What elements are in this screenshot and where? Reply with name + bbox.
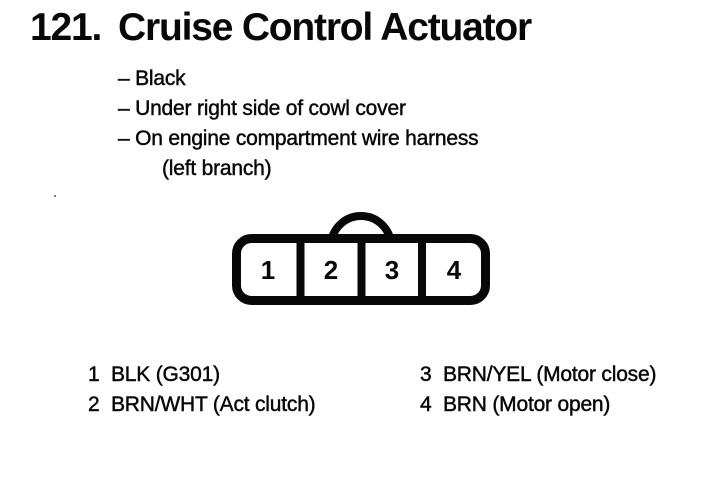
legend-row: 1 BLK (G301): [88, 360, 315, 390]
pin-number: 3: [385, 255, 399, 285]
pin-legend-left: 1 BLK (G301) 2 BRN/WHT (Act clutch): [88, 360, 316, 420]
legend-pin-number: 3: [420, 363, 432, 386]
legend-wire-label: BRN/WHT (Act clutch): [111, 393, 316, 416]
legend-pin-number: 1: [88, 363, 100, 386]
legend-row: 2 BRN/WHT (Act clutch): [88, 390, 316, 420]
scan-speck: [54, 195, 56, 197]
pin-number: 4: [447, 255, 462, 285]
note-line-continuation: (left branch): [162, 157, 272, 180]
connector-diagram: 1 2 3 4: [232, 212, 490, 305]
legend-wire-label: BLK (G301): [111, 363, 221, 386]
page-title: Cruise Control Actuator: [118, 6, 532, 49]
legend-row: 3 BRN/YEL (Motor close): [420, 360, 657, 390]
section-heading: 121. Cruise Control Actuator: [30, 6, 532, 50]
pin-legend-right: 3 BRN/YEL (Motor close) 4 BRN (Motor ope…: [420, 360, 657, 420]
note-line: – Under right side of cowl cover: [118, 97, 406, 120]
note-line: – Black: [118, 67, 186, 90]
legend-pin-number: 2: [88, 393, 100, 416]
note-line: – On engine compartment wire harness: [118, 127, 479, 150]
pin-number: 1: [261, 255, 275, 285]
section-number: 121.: [30, 6, 102, 49]
pin-number: 2: [324, 255, 338, 285]
legend-wire-label: BRN (Motor open): [443, 393, 611, 416]
legend-pin-number: 4: [420, 393, 432, 416]
legend-row: 4 BRN (Motor open): [420, 390, 656, 420]
location-notes: – Black – Under right side of cowl cover…: [118, 64, 479, 184]
legend-wire-label: BRN/YEL (Motor close): [443, 363, 657, 386]
